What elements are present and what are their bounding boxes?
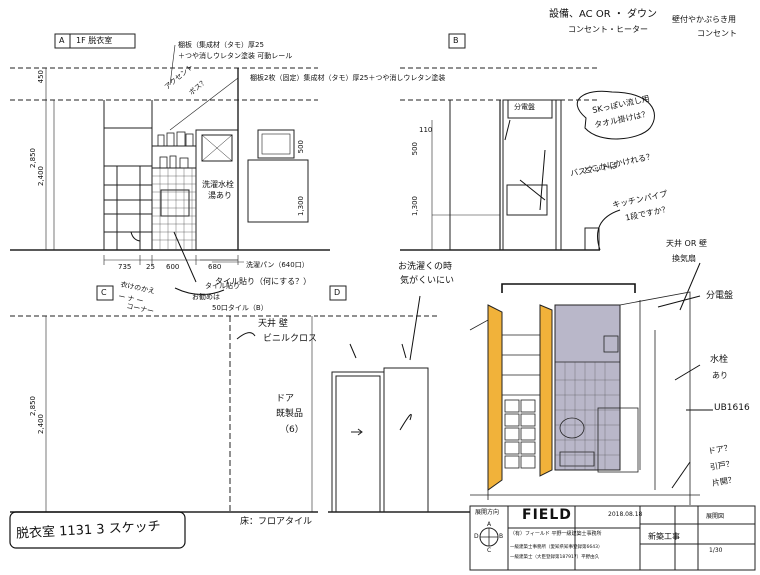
view-d-label-box <box>329 285 347 301</box>
note-shelf-movable: 棚板（集成材（タモ）厚25 <box>178 41 264 49</box>
hw-equipment: 設備、AC OR ・ ダウン <box>549 9 658 20</box>
compass-label: 展開方向 <box>475 509 500 516</box>
dim-680: 680 <box>208 263 222 271</box>
compass-b: B <box>499 533 504 540</box>
hw-ceiling-wall: 天井 OR 壁 <box>666 239 707 248</box>
company-line: （有）フィールド 平野一級建築士事務所 <box>510 531 602 537</box>
panel-box-b <box>507 99 553 119</box>
compass-d: D <box>474 533 479 540</box>
view-c-label-box <box>96 285 114 301</box>
drawing-scale: 1/30 <box>709 547 723 554</box>
hw-laundry-time-2: 気がくいにい <box>400 276 455 286</box>
hw-faucet: 水栓 <box>710 355 729 365</box>
dim-2400-c: 2,400 <box>37 414 45 435</box>
view-a-label-box <box>54 33 136 49</box>
hw-faucet-2: あり <box>712 371 728 380</box>
sheet-name: 展開図 <box>706 513 725 520</box>
note-panel: 分電盤 <box>514 103 535 111</box>
hw-vinyl-cloth: ビニルクロス <box>263 334 318 344</box>
hw-recommend: お勧めは <box>192 293 220 301</box>
hw-equipment-2: コンセント・ヒーター <box>568 25 648 34</box>
dim-735: 735 <box>118 263 132 271</box>
note-shelf-fixed: 棚板2枚（固定）集成材（タモ）厚25＋つや消しウレタン塗装 <box>250 74 446 82</box>
view-b-letter: B <box>453 36 459 45</box>
hw-ceiling-wall-finish: 天井 壁 <box>258 319 288 329</box>
dim-2850: 2,850 <box>29 148 37 169</box>
registration-2: 一級建築士（大臣登録第187917）平野由久 <box>510 555 600 560</box>
view-a-letter: A <box>59 36 65 45</box>
note-washer-faucet: 洗濯水栓 <box>202 180 234 189</box>
company-logo: FIELD <box>522 507 572 523</box>
dim-500-b: 500 <box>411 142 419 156</box>
hw-outlet: コンセント <box>697 29 737 38</box>
hw-door-2: 既製品 <box>276 409 304 419</box>
hw-door: ドア <box>276 394 295 404</box>
dim-25: 25 <box>146 263 155 271</box>
hw-what-tile: タイル貼り（何にする？） <box>215 277 312 286</box>
perspective-sketch <box>469 291 700 505</box>
hw-vent: 換気扇 <box>672 254 696 263</box>
registration-1: 一級建築士事務所（愛知県知事登録第6643） <box>510 545 603 550</box>
hw-floor: 床：フロアタイル <box>240 517 313 527</box>
drawing-date: 2018.08.18 <box>608 511 643 518</box>
dim-450: 450 <box>37 70 45 84</box>
note-shelf-movable-2: ＋つや消しウレタン塗装 可動レール <box>178 52 293 60</box>
hw-door-3: （6） <box>280 425 304 435</box>
view-b-label-box <box>448 33 466 49</box>
view-d-letter: D <box>334 288 341 297</box>
dim-110: 110 <box>419 126 433 134</box>
hw-recommend-2: 50口タイル（B） <box>212 304 268 312</box>
hw-ub: UB1616 <box>714 403 750 413</box>
note-washer-pan: 洗濯パン（640口） <box>246 261 309 269</box>
compass-a: A <box>487 521 492 528</box>
dim-1300: 1,300 <box>297 196 305 217</box>
hw-laundry-time: お洗濯くの時 <box>398 262 453 272</box>
note-washer-faucet-2: 湯あり <box>208 191 232 200</box>
hw-wall-light: 壁付やかぷらき用 <box>672 15 736 24</box>
note-tile: タイル貼り <box>205 282 240 290</box>
dim-1300-b: 1,300 <box>411 196 419 217</box>
view-c-letter: C <box>101 288 107 297</box>
view-a-title: 1F 脱衣室 <box>76 36 113 45</box>
dim-2400: 2,400 <box>37 166 45 187</box>
project-name: 新築工事 <box>648 532 680 541</box>
dim-600: 600 <box>166 263 180 271</box>
hw-panel-label: 分電盤 <box>706 291 734 301</box>
dim-500: 500 <box>297 140 305 154</box>
dim-2850-c: 2,850 <box>29 396 37 417</box>
title-block-frame <box>469 505 756 571</box>
compass-c: C <box>487 547 492 554</box>
